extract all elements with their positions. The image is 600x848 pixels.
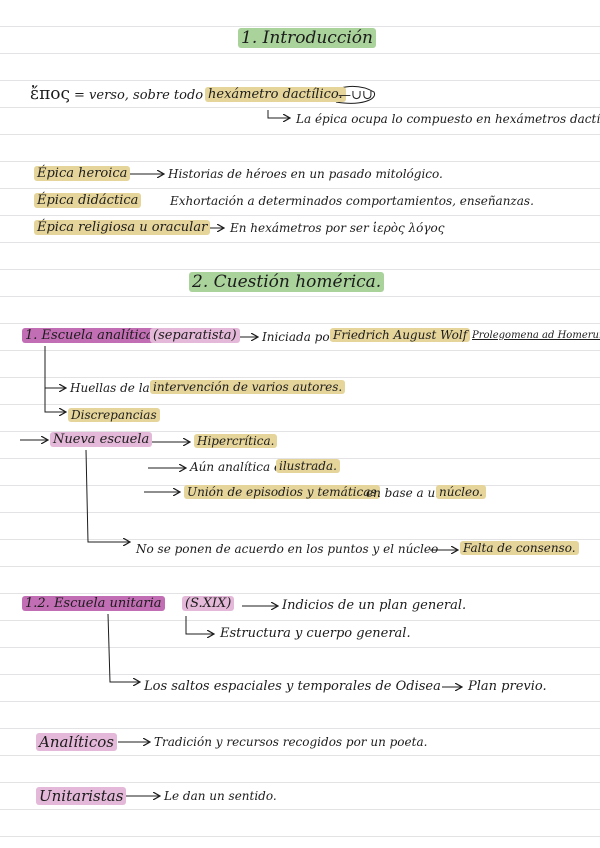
type-desc-heroica: Historias de héroes en un pasado mitológ… bbox=[168, 167, 443, 181]
epos-subnote: La épica ocupa lo compuesto en hexámetro… bbox=[296, 112, 600, 126]
escuela-unitaria-label: 1.2. Escuela unitaria bbox=[22, 596, 165, 611]
aun-analitica-text: Aún analítica e bbox=[190, 460, 282, 474]
ilustrada-highlight: ilustrada. bbox=[276, 459, 340, 473]
union-highlight: Unión de episodios y temáticas bbox=[184, 485, 380, 499]
intervencion-highlight: intervención de varios autores. bbox=[150, 380, 346, 394]
type-desc-religiosa: En hexámetros por ser ἱερὸς λόγος bbox=[230, 221, 445, 235]
hexametro-highlight: hexámetro dactílico. bbox=[205, 87, 346, 102]
falta-consenso-highlight: Falta de consenso. bbox=[460, 541, 579, 555]
type-label-didactica: Épica didáctica bbox=[34, 193, 142, 208]
escuela-analitica-label: 1. Escuela analítica bbox=[22, 328, 157, 343]
huellas-text: Huellas de la bbox=[70, 381, 150, 395]
type-desc-didactica: Exhortación a determinados comportamient… bbox=[170, 194, 534, 208]
prolegomena-text: Prolegomena ad Homerum bbox=[472, 330, 600, 341]
wolf-highlight: Friedrich August Wolf bbox=[330, 328, 471, 342]
saltos-text: Los saltos espaciales y temporales de Od… bbox=[144, 679, 441, 694]
unitaristas-desc: Le dan un sentido. bbox=[164, 789, 277, 803]
meter-symbol: —∪∪ bbox=[338, 88, 373, 103]
analiticos-desc: Tradición y recursos recogidos por un po… bbox=[154, 735, 428, 749]
plan-previo-text: Plan previo. bbox=[468, 679, 547, 694]
section-title-intro: 1. Introducción bbox=[238, 28, 376, 48]
discrepancias-highlight: Discrepancias bbox=[68, 408, 160, 422]
union-text: en base a un bbox=[366, 486, 443, 500]
no-acuerdo-text: No se ponen de acuerdo en los puntos y e… bbox=[136, 542, 439, 556]
type-label-heroica: Épica heroica bbox=[34, 166, 131, 181]
siglo-tag: (S.XIX) bbox=[182, 596, 235, 611]
iniciada-text: Iniciada por bbox=[262, 330, 336, 344]
separatista-tag: (separatista) bbox=[150, 328, 240, 343]
hipercritica-highlight: Hipercrítica. bbox=[194, 434, 278, 448]
nueva-escuela-label: Nueva escuela bbox=[50, 432, 153, 447]
epos-word: ἔπος bbox=[30, 84, 71, 104]
section-title-cuestion: 2. Cuestión homérica. bbox=[189, 272, 385, 292]
analiticos-label: Analíticos bbox=[36, 733, 117, 751]
estructura-text: Estructura y cuerpo general. bbox=[220, 626, 411, 641]
epos-definition: = verso, sobre todo bbox=[74, 88, 204, 103]
unitaristas-label: Unitaristas bbox=[36, 787, 127, 805]
type-label-religiosa: Épica religiosa u oracular bbox=[34, 220, 211, 235]
nucleo-highlight: núcleo. bbox=[436, 485, 486, 499]
indicios-text: Indicios de un plan general. bbox=[282, 598, 467, 613]
